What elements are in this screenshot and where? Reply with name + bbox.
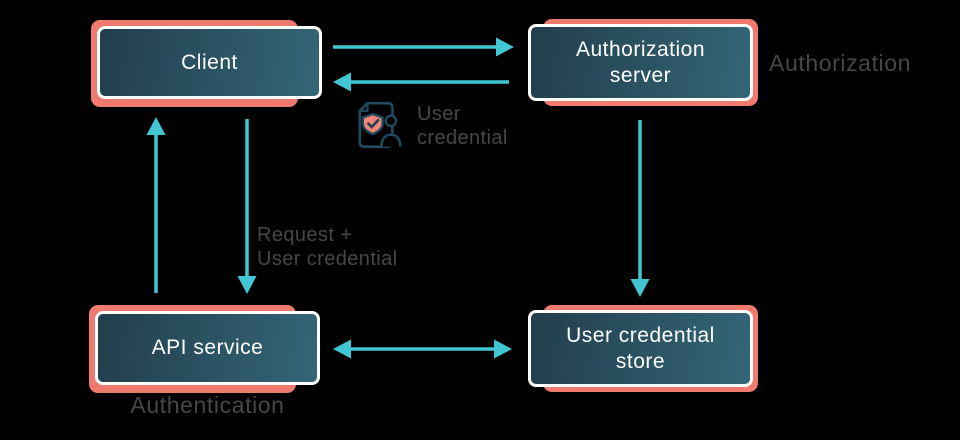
- node-user-credential-store-box: User credential store: [528, 310, 753, 387]
- arrow-api-service-to-client: [146, 117, 166, 293]
- node-authorization-server: Authorization server: [528, 19, 758, 106]
- authentication-annotation: Authentication: [130, 392, 285, 418]
- node-authorization-server-box: Authorization server: [528, 24, 753, 101]
- node-user-credential-store-label: User credential store: [566, 323, 715, 373]
- arrow-client-to-api-service: [237, 119, 257, 294]
- request-user-credential-annotation: Request + User credential: [257, 224, 398, 270]
- node-authorization-server-label: Authorization server: [575, 37, 706, 87]
- node-api-service-label: API service: [151, 336, 264, 359]
- arrow-auth-server-to-credential-store: [630, 120, 650, 297]
- arrow-client-to-auth-server: [333, 37, 514, 57]
- user-credential-annotation: User credential: [417, 103, 508, 149]
- authorization-annotation: Authorization: [769, 50, 912, 76]
- document-shield-user-icon: [358, 101, 402, 149]
- node-client: Client: [91, 20, 322, 107]
- node-api-service-box: API service: [95, 311, 320, 385]
- arrow-api-service-credential-store-bidirectional: [333, 339, 512, 359]
- node-api-service: API service: [89, 305, 320, 393]
- node-user-credential-store: User credential store: [528, 305, 758, 392]
- node-client-label: Client: [181, 50, 238, 74]
- node-client-box: Client: [97, 26, 322, 99]
- arrow-auth-server-to-client: [333, 72, 509, 92]
